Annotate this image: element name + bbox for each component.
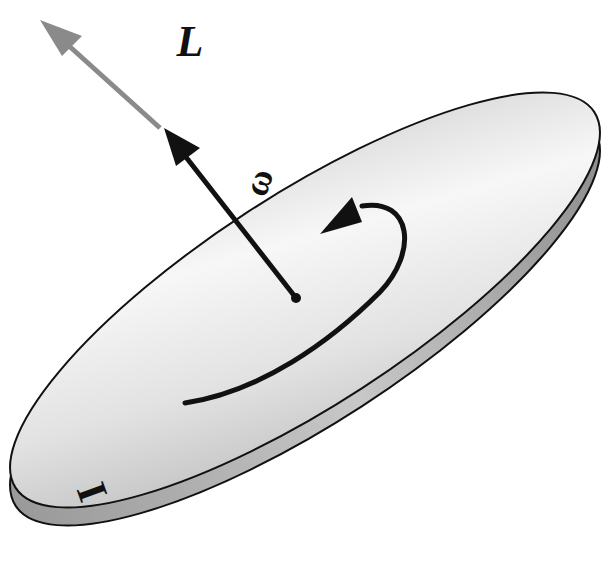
angular-momentum-arrowhead bbox=[40, 20, 82, 56]
rotation-arrowhead bbox=[320, 197, 362, 234]
vector-label: L bbox=[177, 20, 204, 64]
rotation-arrow bbox=[185, 205, 405, 403]
disk-face bbox=[0, 24, 614, 576]
center-dot bbox=[291, 293, 301, 303]
angular-velocity-arrowhead bbox=[164, 128, 200, 166]
angular-momentum-vector bbox=[58, 36, 160, 128]
angular-velocity-vector bbox=[182, 152, 296, 298]
vector-label: ω bbox=[237, 163, 280, 200]
